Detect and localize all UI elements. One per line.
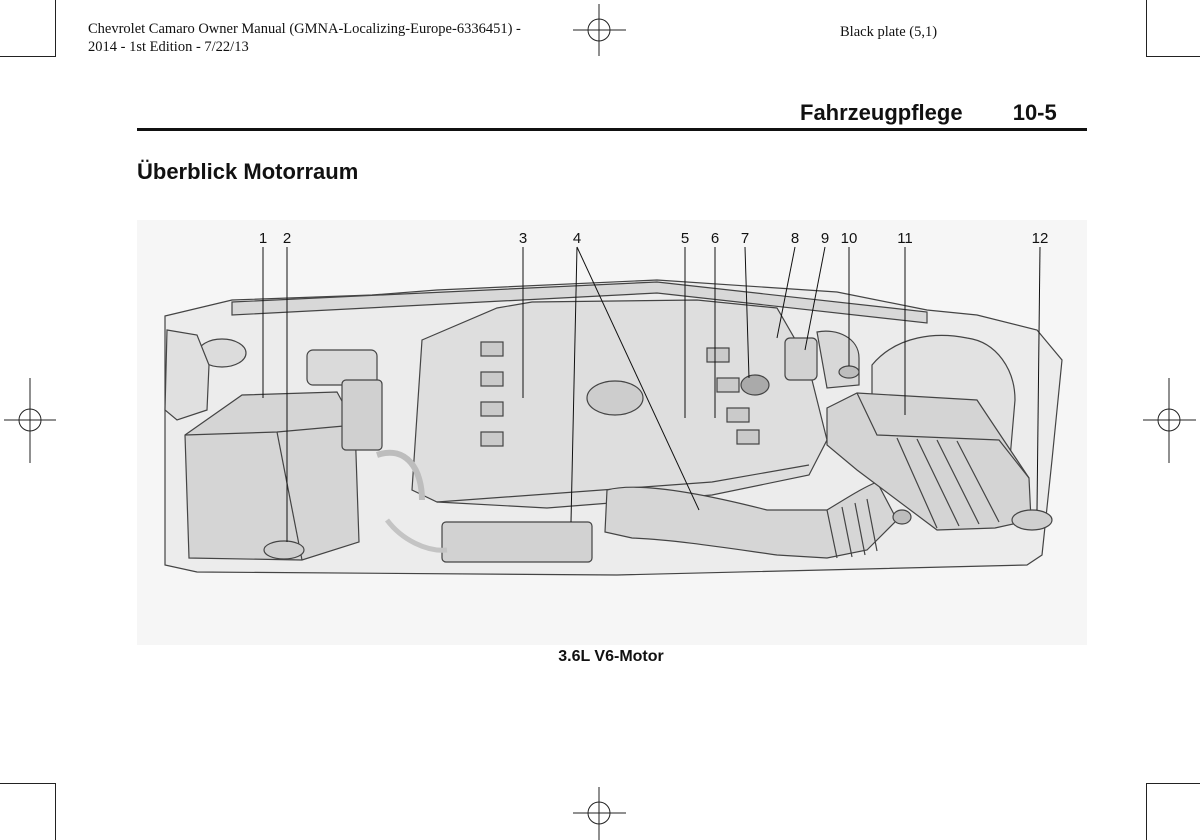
header-rule [137,128,1087,131]
print-info-line1: Chevrolet Camaro Owner Manual (GMNA-Loca… [88,21,521,37]
registration-mark-icon [573,787,626,840]
callout-number: 4 [573,230,581,247]
callout-number: 1 [259,230,267,247]
plate-info: Black plate (5,1) [840,24,938,40]
section-title: Überblick Motorraum [137,159,359,184]
callout-number: 9 [821,230,829,247]
registration-mark-icon [4,378,56,463]
callout-number: 8 [791,230,799,247]
engine-bay-illustration: 1 2 3 4 5 6 7 8 9 10 11 12 [137,220,1087,645]
figure-caption: 3.6L V6-Motor [558,648,664,665]
crop-mark [0,783,56,784]
crop-mark [1146,783,1147,840]
running-header: Fahrzeugpflege 10-5 [800,100,1057,126]
crop-mark [1146,56,1200,57]
page-number: 10-5 [1012,100,1057,125]
callout-number: 11 [897,230,913,247]
callout-number: 2 [283,230,291,247]
callout-number: 3 [519,230,527,247]
print-info-line2: 2014 - 1st Edition - 7/22/13 [88,39,249,55]
callout-number: 10 [841,230,858,247]
callout-number: 5 [681,230,689,247]
callout-number: 12 [1032,230,1049,247]
callout-number: 7 [741,230,749,247]
crop-mark [1146,783,1200,784]
crop-mark [1146,0,1147,56]
crop-mark [0,56,56,57]
callout-number: 6 [711,230,719,247]
registration-mark-icon [1143,378,1196,463]
chapter-title: Fahrzeugpflege [800,100,963,125]
crop-mark [55,0,56,56]
registration-mark-icon [573,4,626,56]
crop-mark [55,783,56,840]
